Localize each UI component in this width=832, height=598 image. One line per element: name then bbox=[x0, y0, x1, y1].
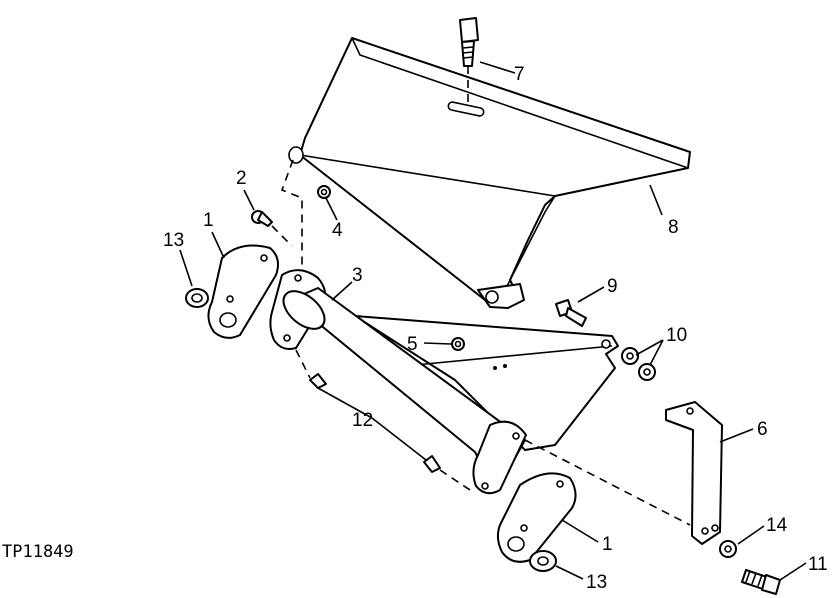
tube-part-3 bbox=[269, 269, 619, 495]
callout-labels: 7 8 2 4 1 13 3 5 9 10 6 12 1 13 14 11 bbox=[163, 64, 828, 593]
callout-6: 6 bbox=[757, 419, 768, 440]
assembly-line-cover bbox=[280, 159, 303, 270]
nut-part-5 bbox=[451, 337, 465, 351]
callout-7: 7 bbox=[514, 64, 525, 85]
leader-lines bbox=[179, 61, 807, 581]
bracket-part-6 bbox=[665, 401, 723, 545]
bolt-part-9 bbox=[555, 299, 587, 327]
callout-8: 8 bbox=[668, 217, 679, 238]
washer-part-13-lower bbox=[529, 550, 557, 572]
callout-12: 12 bbox=[352, 410, 373, 431]
callout-9: 9 bbox=[607, 276, 618, 297]
bolt-part-11 bbox=[741, 569, 781, 595]
nut-part-4 bbox=[317, 185, 331, 199]
callout-5: 5 bbox=[407, 334, 418, 355]
washer-part-14 bbox=[719, 540, 737, 558]
callout-11: 11 bbox=[808, 554, 828, 575]
callout-13-upper: 13 bbox=[163, 230, 184, 251]
cover-part-8 bbox=[288, 37, 691, 309]
bolts-part-12 bbox=[295, 349, 471, 491]
callout-1-lower: 1 bbox=[602, 534, 613, 555]
bolt-part-2 bbox=[251, 210, 293, 247]
callout-10: 10 bbox=[666, 325, 687, 346]
callout-3: 3 bbox=[352, 265, 363, 286]
figure-id: TP11849 bbox=[2, 542, 74, 562]
plate-part-1-lower bbox=[496, 472, 577, 563]
callout-2: 2 bbox=[236, 168, 247, 189]
nuts-part-10 bbox=[621, 347, 656, 381]
assembly-line-bracket bbox=[524, 439, 691, 526]
callout-4: 4 bbox=[332, 220, 343, 241]
plate-part-1-upper bbox=[207, 244, 279, 339]
callout-1-upper: 1 bbox=[203, 210, 214, 231]
bolt-part-7 bbox=[459, 17, 479, 104]
callout-14: 14 bbox=[766, 515, 788, 536]
callout-13-lower: 13 bbox=[586, 572, 607, 593]
washer-part-13-upper bbox=[185, 288, 209, 308]
